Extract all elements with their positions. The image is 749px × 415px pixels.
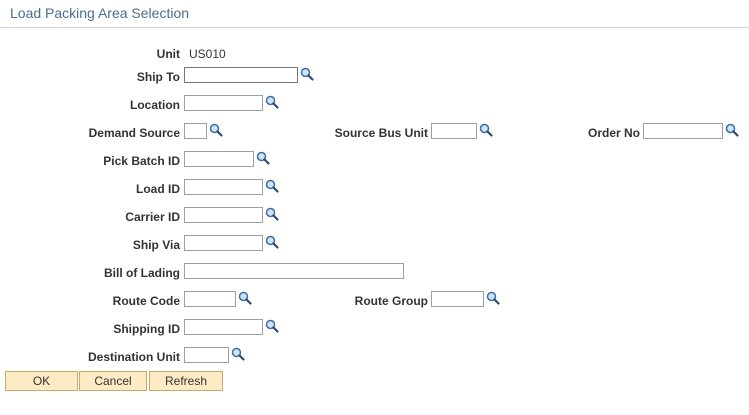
destination-unit-lookup-icon[interactable] xyxy=(231,347,245,361)
order-no-label: Order No xyxy=(587,126,640,140)
ship-to-lookup-icon[interactable] xyxy=(300,67,314,81)
ship-via-input[interactable] xyxy=(184,235,263,251)
shipping-id-label: Shipping ID xyxy=(113,322,180,336)
bill-of-lading-input[interactable] xyxy=(184,263,404,279)
route-group-input[interactable] xyxy=(431,291,484,307)
destination-unit-input[interactable] xyxy=(184,347,229,363)
load-id-input[interactable] xyxy=(184,179,263,195)
pick-batch-id-label: Pick Batch ID xyxy=(103,154,180,168)
order-no-lookup-icon[interactable] xyxy=(725,123,739,137)
pick-batch-id-lookup-icon[interactable] xyxy=(256,151,270,165)
demand-source-label: Demand Source xyxy=(88,126,180,140)
shipping-id-lookup-icon[interactable] xyxy=(265,319,279,333)
route-code-lookup-icon[interactable] xyxy=(238,291,252,305)
route-group-label: Route Group xyxy=(354,294,428,308)
ship-to-label: Ship To xyxy=(136,70,180,84)
route-code-input[interactable] xyxy=(184,291,236,307)
source-bus-unit-lookup-icon[interactable] xyxy=(479,123,493,137)
cancel-button[interactable]: Cancel xyxy=(79,371,147,391)
ship-via-lookup-icon[interactable] xyxy=(265,235,279,249)
refresh-button[interactable]: Refresh xyxy=(149,371,223,391)
location-lookup-icon[interactable] xyxy=(265,95,279,109)
ok-button[interactable]: OK xyxy=(5,371,78,391)
route-group-lookup-icon[interactable] xyxy=(486,291,500,305)
carrier-id-input[interactable] xyxy=(184,207,263,223)
route-code-label: Route Code xyxy=(112,294,180,308)
shipping-id-input[interactable] xyxy=(184,319,263,335)
pick-batch-id-input[interactable] xyxy=(184,151,254,167)
location-input[interactable] xyxy=(184,95,263,111)
title-divider xyxy=(0,27,749,28)
carrier-id-lookup-icon[interactable] xyxy=(265,207,279,221)
source-bus-unit-label: Source Bus Unit xyxy=(334,126,428,140)
ship-via-label: Ship Via xyxy=(132,238,180,252)
demand-source-lookup-icon[interactable] xyxy=(209,123,223,137)
order-no-input[interactable] xyxy=(643,123,723,139)
location-label: Location xyxy=(130,98,180,112)
unit-value: US010 xyxy=(189,47,226,61)
load-id-lookup-icon[interactable] xyxy=(265,179,279,193)
ship-to-input[interactable] xyxy=(184,67,298,83)
source-bus-unit-input[interactable] xyxy=(431,123,477,139)
carrier-id-label: Carrier ID xyxy=(125,210,180,224)
bill-of-lading-label: Bill of Lading xyxy=(104,266,180,280)
demand-source-input[interactable] xyxy=(184,123,207,139)
unit-label: Unit xyxy=(156,47,180,61)
page-title: Load Packing Area Selection xyxy=(10,5,190,21)
load-id-label: Load ID xyxy=(136,182,180,196)
destination-unit-label: Destination Unit xyxy=(88,350,180,364)
